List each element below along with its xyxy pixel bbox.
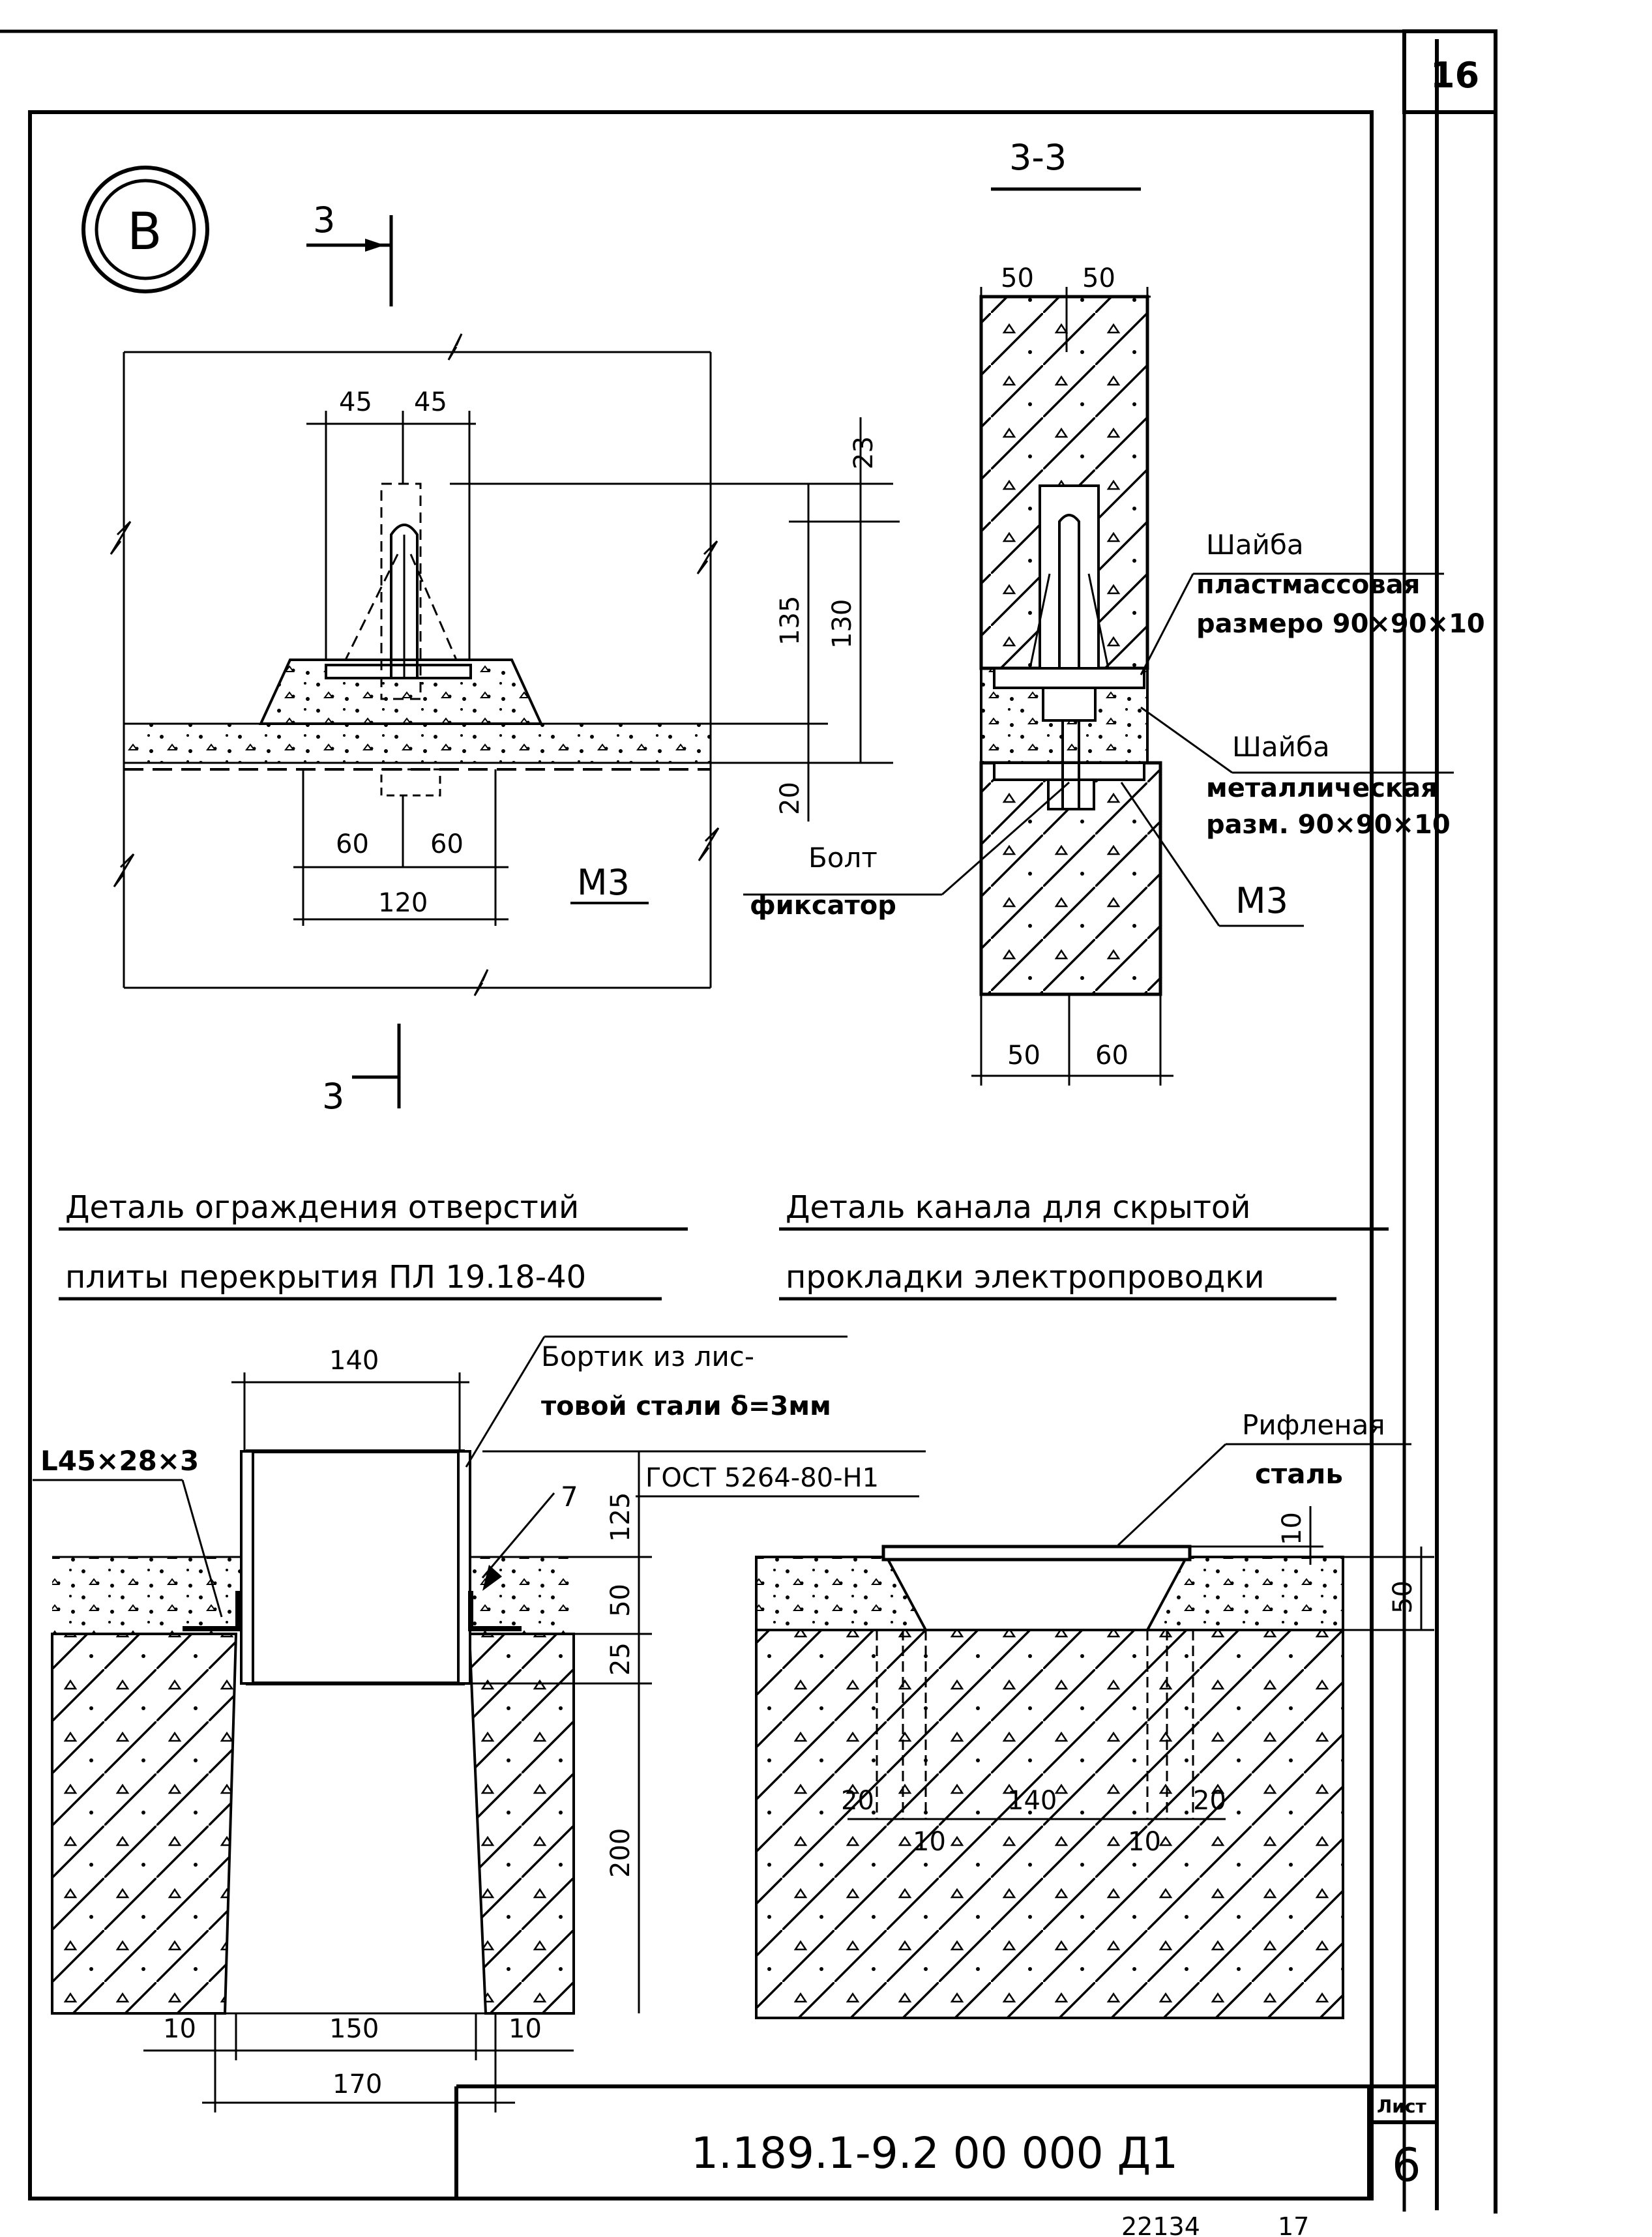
topping-right	[1145, 1556, 1344, 1631]
washer-plastic	[993, 667, 1145, 689]
title-block	[454, 2084, 1437, 2199]
title-right-line1: Деталь канала для скрытой	[786, 1189, 1250, 1226]
washer-metal	[993, 762, 1145, 781]
opening-detail: L45×28×3 Бортик из лис- товой стали δ=3м…	[33, 1335, 926, 2112]
dim-10-channel-right: 10	[1128, 1827, 1161, 1857]
detail-titles: Деталь ограждения отверстий плиты перекр…	[59, 1189, 1389, 1301]
ribbed-steel-label-1: Рифленая	[1242, 1409, 1385, 1441]
dim-10-left: 10	[163, 2014, 196, 2044]
angle-left	[183, 1591, 241, 1631]
bottom-number-1: 22134	[1121, 2212, 1200, 2237]
dim-50-bottom: 50	[1007, 1041, 1040, 1071]
dim-120: 120	[378, 888, 428, 918]
sheet-number: 6	[1392, 2139, 1421, 2192]
dowel-outline	[380, 482, 422, 700]
dim-150: 150	[329, 2014, 379, 2044]
rim-label-line2: товой стали δ=3мм	[541, 1391, 831, 1421]
bolt	[390, 524, 419, 679]
gost-label: ГОСТ 5264-80-Н1	[645, 1463, 879, 1493]
section-3-3-title: 3-3	[1009, 137, 1067, 178]
dim-23: 23	[849, 436, 879, 469]
washer-metal-type: металлическая	[1206, 773, 1438, 803]
slab-right	[467, 1633, 575, 2015]
channel-detail: 20 140 20 10 10 10 50 Рифленая сталь	[755, 1409, 1434, 2019]
corner-sheet-number: 16	[1430, 55, 1479, 96]
dim-60-right: 60	[430, 829, 464, 859]
section-mark-top: 3	[313, 200, 335, 241]
title-right-line2: прокладки электропроводки	[786, 1259, 1265, 1296]
dim-10-right: 10	[509, 2014, 542, 2044]
material-m3-right: М3	[1235, 880, 1288, 921]
washer-plastic-title: Шайба	[1206, 529, 1304, 561]
steel-rim	[246, 1449, 465, 1685]
section-mark-bottom: 3	[322, 1076, 344, 1117]
angle-right	[468, 1591, 522, 1631]
dim-125: 125	[606, 1492, 636, 1542]
washer-plastic-size: размеро 90×90×10	[1196, 609, 1485, 639]
document-code: 1.189.1-9.2 00 000 Д1	[691, 2128, 1178, 2178]
dim-200: 200	[606, 1828, 636, 1878]
dim-60-left: 60	[336, 829, 369, 859]
topping-left	[755, 1556, 928, 1631]
washer-plastic-type: пластмассовая	[1196, 570, 1420, 600]
dim-20-right: 20	[1193, 1786, 1226, 1816]
title-left-line1: Деталь ограждения отверстий	[65, 1189, 579, 1226]
dim-50-top-left: 50	[1001, 263, 1034, 293]
title-left-line2: плиты перекрытия ПЛ 19.18-40	[65, 1259, 586, 1296]
dim-50-opening: 50	[606, 1584, 636, 1617]
weld-label: 7	[561, 1481, 578, 1513]
bottom-number-2: 17	[1278, 2212, 1309, 2237]
dim-10-channel-left: 10	[913, 1827, 946, 1857]
dim-20: 20	[775, 782, 805, 815]
detail-v: В 3 3	[81, 166, 900, 1117]
sheet-label: Лист	[1377, 2096, 1426, 2117]
floor-slab	[123, 722, 712, 764]
washer	[325, 664, 472, 679]
dim-60-bottom: 60	[1095, 1041, 1128, 1071]
rim-label-line1: Бортик из лис-	[541, 1341, 754, 1372]
washer-metal-title: Шайба	[1232, 731, 1330, 763]
bolt-type: фиксатор	[750, 891, 896, 921]
dim-10-plate: 10	[1277, 1512, 1307, 1545]
dim-45-left: 45	[339, 387, 372, 417]
ribbed-steel-plate	[881, 1545, 1192, 1562]
dim-170: 170	[332, 2069, 382, 2099]
dim-25: 25	[606, 1642, 636, 1676]
dim-50-top-right: 50	[1082, 263, 1115, 293]
dim-135: 135	[775, 596, 805, 645]
dim-20-left: 20	[841, 1786, 874, 1816]
washer-metal-size: разм. 90×90×10	[1206, 810, 1451, 840]
detail-marker-circle	[81, 166, 209, 293]
angle-label: L45×28×3	[40, 1445, 199, 1477]
dim-140-top: 140	[329, 1346, 379, 1376]
dim-130: 130	[827, 599, 857, 649]
material-m3-left: М3	[577, 862, 630, 903]
frame	[0, 29, 1497, 2214]
ribbed-steel-label-2: сталь	[1255, 1458, 1343, 1490]
section-3-3: 3-3 50 50	[743, 137, 1485, 1086]
slab-left	[51, 1633, 238, 2015]
bolt-title: Болт	[808, 842, 878, 874]
dim-50-channel: 50	[1388, 1580, 1418, 1614]
dim-140-channel: 140	[1007, 1786, 1057, 1816]
detail-marker-letter: В	[127, 203, 162, 261]
dim-45-right: 45	[414, 387, 447, 417]
channel-body	[755, 1629, 1344, 2019]
